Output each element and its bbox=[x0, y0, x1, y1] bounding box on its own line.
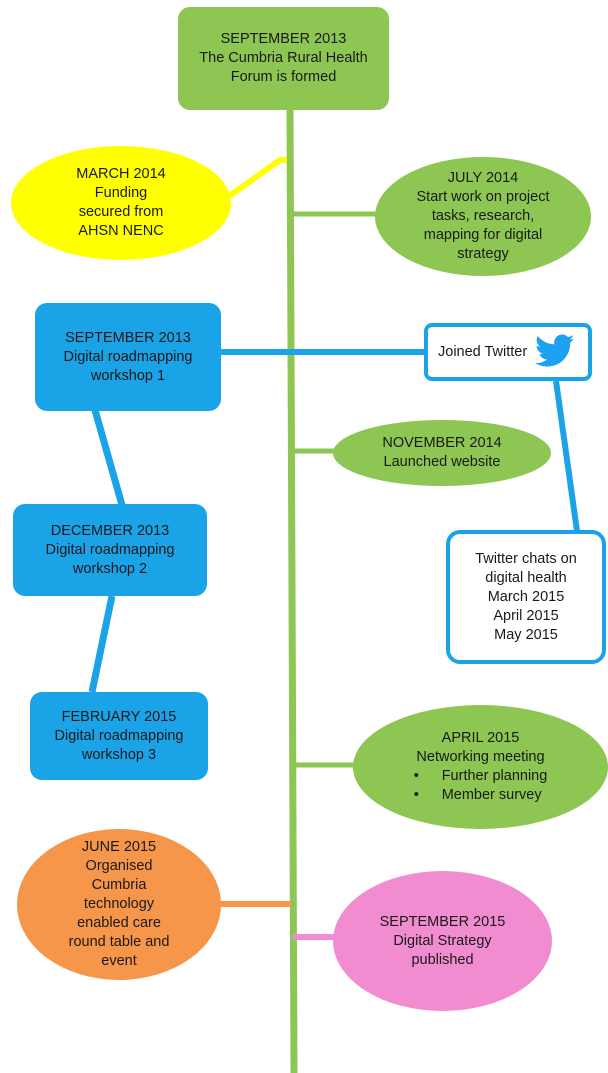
connector-workshop-2-3 bbox=[88, 595, 116, 693]
event-date: March 2015 bbox=[487, 588, 565, 605]
event-date: MARCH 2014 bbox=[76, 166, 166, 182]
event-text: Start work on project bbox=[416, 189, 550, 205]
bullet-icon: • bbox=[413, 787, 419, 803]
event-text: published bbox=[411, 951, 474, 968]
event-text: technology bbox=[83, 896, 155, 912]
event-workshop-1: SEPTEMBER 2013 Digital roadmapping works… bbox=[35, 303, 221, 411]
twitter-bird-icon bbox=[535, 334, 575, 367]
event-text: round table and bbox=[68, 934, 170, 950]
event-jun2015: JUNE 2015 Organised Cumbria technology e… bbox=[17, 829, 221, 980]
event-text: Funding bbox=[94, 185, 148, 201]
event-text: Networking meeting bbox=[416, 749, 545, 765]
event-date: DECEMBER 2013 bbox=[50, 522, 170, 539]
event-date: May 2015 bbox=[494, 626, 558, 643]
event-text: AHSN NENC bbox=[78, 223, 164, 239]
event-text: digital health bbox=[485, 569, 567, 586]
event-text: Digital Strategy bbox=[393, 932, 492, 949]
event-text: workshop 1 bbox=[90, 367, 166, 384]
event-date: NOVEMBER 2014 bbox=[382, 435, 502, 451]
event-text: Joined Twitter bbox=[438, 344, 528, 360]
event-jul2014: JULY 2014 Start work on project tasks, r… bbox=[375, 157, 591, 276]
event-text: mapping for digital bbox=[423, 227, 543, 243]
event-date: SEPTEMBER 2013 bbox=[65, 329, 191, 346]
event-text: enabled care bbox=[77, 915, 161, 931]
connector-twitter-chats bbox=[553, 380, 580, 532]
event-date: SEPTEMBER 2013 bbox=[220, 31, 347, 47]
event-text: event bbox=[101, 953, 137, 969]
event-text: workshop 3 bbox=[81, 746, 157, 763]
event-twitter-chats: Twitter chats on digital health March 20… bbox=[446, 530, 606, 664]
event-text: Organised bbox=[85, 858, 153, 874]
bullet-icon: • bbox=[413, 768, 419, 784]
event-text: strategy bbox=[457, 246, 509, 262]
event-text: tasks, research, bbox=[431, 208, 535, 224]
bullet-text: Member survey bbox=[441, 787, 542, 803]
event-text: Digital roadmapping bbox=[45, 541, 175, 558]
event-sep2015: SEPTEMBER 2015 Digital Strategy publishe… bbox=[333, 871, 552, 1011]
event-text: Launched website bbox=[383, 454, 501, 470]
event-workshop-3: FEBRUARY 2015 Digital roadmapping worksh… bbox=[30, 692, 208, 780]
event-date: JUNE 2015 bbox=[81, 839, 157, 855]
timeline-axis bbox=[286, 107, 298, 1073]
event-text: Cumbria bbox=[91, 877, 147, 893]
event-date: APRIL 2015 bbox=[441, 730, 520, 746]
event-text: secured from bbox=[78, 204, 164, 220]
event-mar2014: MARCH 2014 Funding secured from AHSN NEN… bbox=[11, 146, 231, 260]
list-item: • Member survey bbox=[414, 786, 548, 805]
event-date: April 2015 bbox=[493, 607, 559, 624]
event-text: Twitter chats on bbox=[475, 550, 577, 567]
event-apr2015: APRIL 2015 Networking meeting • Further … bbox=[353, 705, 608, 829]
event-text: Digital roadmapping bbox=[54, 727, 184, 744]
event-text: The Cumbria Rural Health bbox=[199, 50, 368, 66]
event-date: FEBRUARY 2015 bbox=[61, 708, 177, 725]
event-text: Forum is formed bbox=[230, 69, 337, 85]
event-nov2014: NOVEMBER 2014 Launched website bbox=[333, 420, 551, 486]
event-date: JULY 2014 bbox=[447, 170, 519, 186]
event-text: workshop 2 bbox=[72, 560, 148, 577]
connector-workshop-1-2 bbox=[91, 409, 126, 506]
event-text: Digital roadmapping bbox=[63, 348, 193, 365]
bullet-text: Further planning bbox=[441, 768, 548, 784]
event-sep2013-forum: SEPTEMBER 2013 The Cumbria Rural Health … bbox=[178, 7, 389, 110]
list-item: • Further planning bbox=[414, 767, 548, 786]
event-date: SEPTEMBER 2015 bbox=[379, 913, 506, 930]
event-joined-twitter: Joined Twitter bbox=[424, 323, 592, 381]
event-bullet-list: • Further planning • Member survey bbox=[414, 767, 548, 805]
event-workshop-2: DECEMBER 2013 Digital roadmapping worksh… bbox=[13, 504, 207, 596]
connector-mar2014 bbox=[226, 157, 287, 200]
